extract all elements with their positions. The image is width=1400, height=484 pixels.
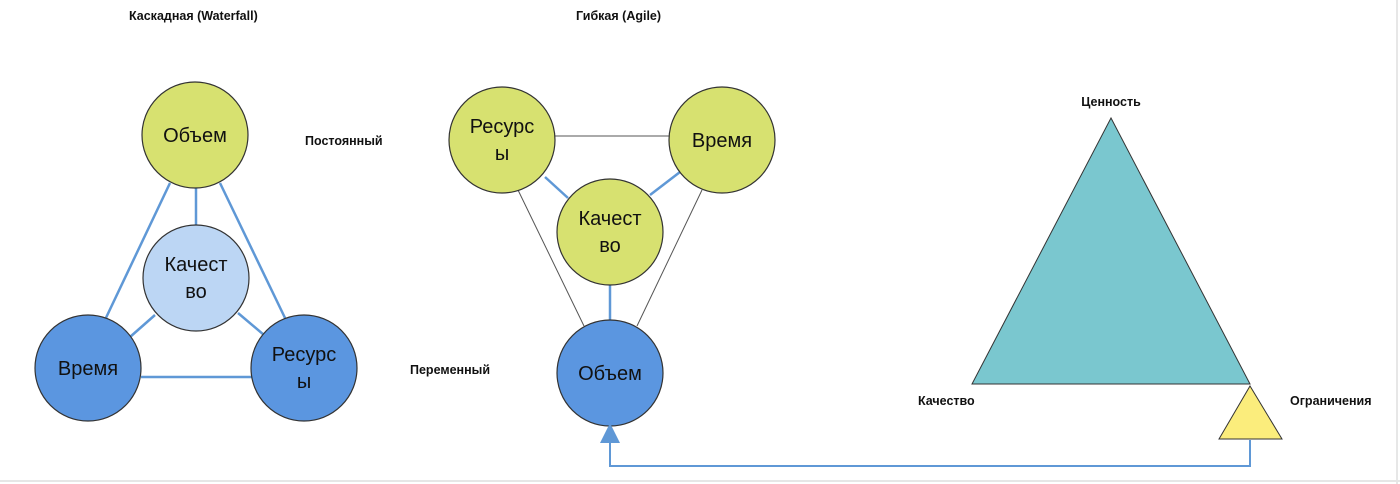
agile-node-resources: Ресурс ы bbox=[448, 86, 556, 194]
waterfall-connectors bbox=[102, 182, 288, 379]
waterfall-node-resources: Ресурс ы bbox=[250, 314, 358, 422]
node-label-line1: Качест bbox=[164, 254, 227, 276]
node-circle bbox=[141, 81, 249, 189]
constraint-triangle bbox=[1218, 385, 1283, 440]
agile-node-scope: Объем bbox=[556, 319, 664, 427]
node-label-line1: Ресурс bbox=[272, 344, 336, 366]
value-triangle bbox=[971, 116, 1251, 385]
connector-scope-time bbox=[102, 182, 172, 323]
connector-resources-quality bbox=[544, 176, 569, 199]
waterfall-node-time: Время bbox=[34, 314, 142, 422]
quality-label: Качество bbox=[918, 394, 975, 408]
node-label: Объем bbox=[163, 125, 227, 147]
connector-resources-scope bbox=[517, 189, 585, 327]
variable-label: Переменный bbox=[410, 363, 490, 377]
node-label: Объем bbox=[578, 363, 642, 385]
constraints-label: Ограничения bbox=[1290, 394, 1372, 408]
feedback-arrow bbox=[600, 423, 1251, 467]
node-circle bbox=[448, 86, 556, 194]
node-label: Время bbox=[692, 130, 752, 152]
waterfall-node-scope: Объем bbox=[141, 81, 249, 189]
connector-time-quality bbox=[649, 171, 681, 196]
agile-node-quality: Качест во bbox=[556, 178, 664, 286]
node-label-line1: Ресурс bbox=[470, 116, 534, 138]
node-label-line1: Качест bbox=[578, 208, 641, 230]
node-label-line2: ы bbox=[297, 371, 311, 393]
connector-time-scope bbox=[636, 189, 703, 327]
value-label: Ценность bbox=[1081, 95, 1141, 109]
node-label-line2: во bbox=[599, 235, 621, 257]
node-label: Время bbox=[58, 358, 118, 380]
connector-quality-resources bbox=[237, 312, 265, 336]
node-circle bbox=[668, 86, 776, 194]
node-circle bbox=[556, 178, 664, 286]
connector-quality-time bbox=[129, 314, 156, 338]
agile-node-time: Время bbox=[668, 86, 776, 194]
agile-title: Гибкая (Agile) bbox=[576, 9, 661, 23]
node-label-line2: во bbox=[185, 281, 207, 303]
node-circle bbox=[142, 224, 250, 332]
constant-label: Постоянный bbox=[305, 134, 383, 148]
waterfall-title: Каскадная (Waterfall) bbox=[129, 9, 258, 23]
connector-scope-resources bbox=[218, 182, 288, 321]
agile-connectors bbox=[517, 135, 703, 327]
node-circle bbox=[34, 314, 142, 422]
waterfall-node-quality: Качест во bbox=[142, 224, 250, 332]
node-label-line2: ы bbox=[495, 143, 509, 165]
node-circle bbox=[250, 314, 358, 422]
